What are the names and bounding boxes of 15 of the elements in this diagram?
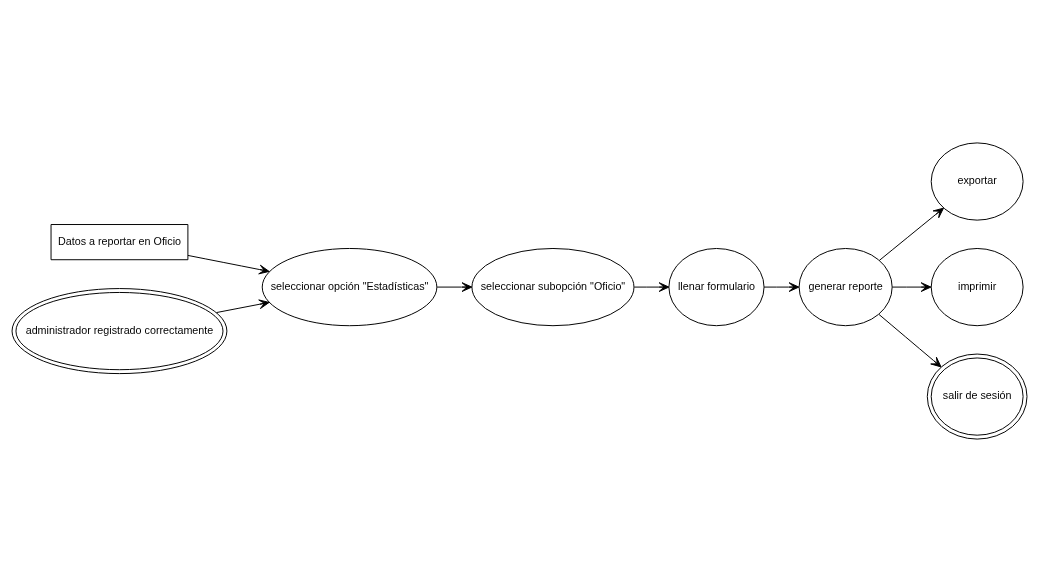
- arrow: [436, 281, 473, 292]
- arrow: [216, 298, 270, 313]
- arrow: [763, 281, 800, 292]
- arrow: [187, 254, 270, 274]
- arrow: [878, 207, 944, 261]
- node-ellipse: seleccionar opción "Estadísticas": [261, 247, 438, 326]
- node-box: Datos a reportar en Oficio: [50, 223, 189, 260]
- node-ellipse: seleccionar subopción "Oficio": [471, 247, 635, 326]
- node-ellipse: imprimir: [930, 247, 1024, 326]
- arrow: [878, 313, 942, 367]
- node-ellipse: generar reporte: [798, 247, 893, 326]
- node-ellipse: administrador registrado correctamente: [11, 287, 228, 374]
- arrow: [891, 281, 932, 292]
- node-ellipse: llenar formulario: [668, 247, 765, 326]
- arrow: [633, 281, 670, 292]
